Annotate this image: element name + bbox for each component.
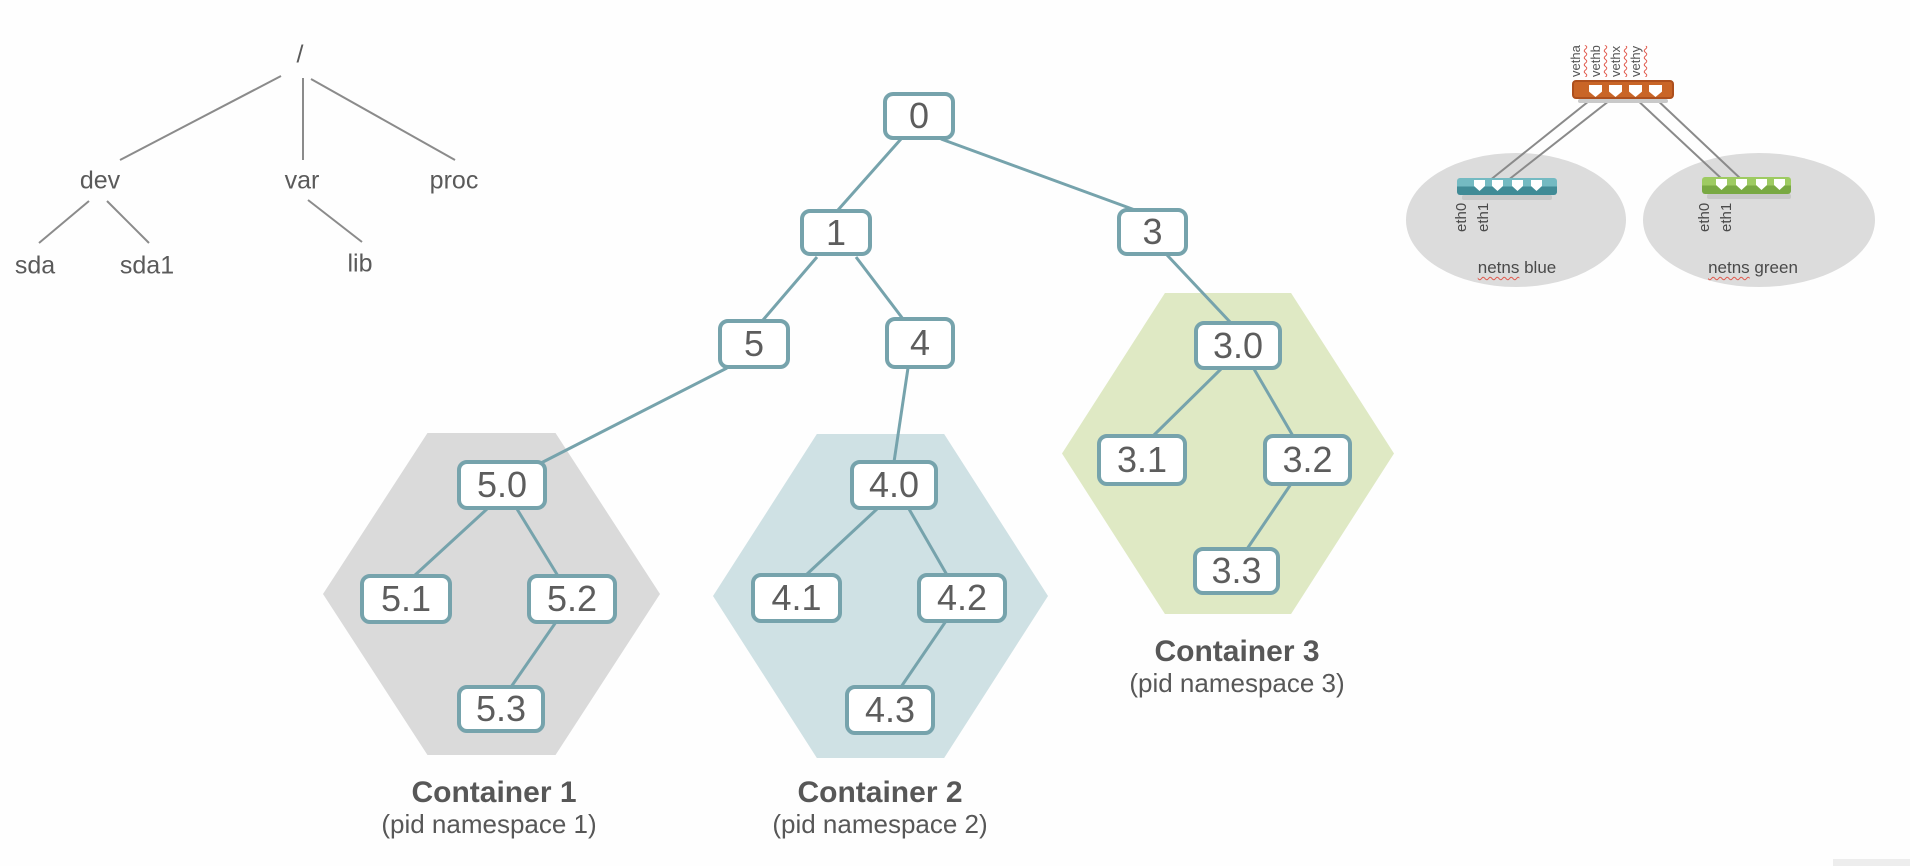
pid-edge-3.0-3.2	[1252, 368, 1295, 437]
fs-node-dev: dev	[79, 166, 121, 195]
pid-node-4.0: 4.0	[850, 460, 938, 510]
bottom-right-sliver	[1833, 859, 1910, 866]
pid-edge-0-3	[940, 137, 1136, 212]
pid-node-4.1: 4.1	[751, 573, 842, 623]
pid-edge-4.2-4.3	[899, 620, 948, 688]
fs-node-sda1: sda1	[119, 251, 175, 280]
netns-green-label: netns green	[1653, 258, 1853, 278]
pid-node-5: 5	[718, 319, 790, 369]
pid-edge-4.0-4.1	[804, 507, 879, 577]
port-icon	[1609, 85, 1622, 97]
pid-node-3: 3	[1117, 208, 1188, 256]
veth-label-vethx: vethx	[1608, 45, 1623, 77]
pid-edge-4-4.0	[892, 367, 910, 463]
fs-node-root: /	[296, 40, 304, 69]
fs-edge-root-proc	[310, 78, 456, 161]
netns-green-bridge-bar	[1702, 177, 1791, 194]
pid-edge-1-4	[854, 256, 905, 320]
fs-node-lib: lib	[347, 249, 373, 278]
pid-node-4: 4	[885, 317, 955, 369]
netns-word: netns	[1477, 258, 1520, 277]
wire-vetha-eth0	[1488, 96, 1595, 182]
pid-node-3.0: 3.0	[1194, 321, 1282, 370]
pid-node-0: 0	[883, 92, 955, 140]
netns-green-ellipse	[1643, 153, 1875, 287]
veth-label-vethy: vethy	[1628, 45, 1643, 77]
pid-node-3.1: 3.1	[1097, 434, 1187, 486]
pid-edge-3.2-3.3	[1245, 483, 1293, 550]
port-icon	[1512, 180, 1523, 191]
host-bridge-bar	[1572, 80, 1674, 99]
pid-node-4.2: 4.2	[917, 573, 1007, 623]
port-icon	[1589, 85, 1602, 97]
veth-label-vethb: vethb	[1588, 45, 1603, 77]
pid-node-3.2: 3.2	[1263, 434, 1352, 486]
port-icon	[1629, 85, 1642, 97]
pid-node-4.3: 4.3	[845, 685, 935, 735]
netns-blue-bridge-bar	[1457, 178, 1557, 195]
port-icon	[1474, 180, 1485, 191]
port-icon	[1756, 179, 1767, 190]
port-icon	[1649, 85, 1662, 97]
pid-node-5.1: 5.1	[360, 574, 452, 624]
pid-edge-3-3.0	[1165, 253, 1233, 325]
container1-subtitle: (pid namespace 1)	[381, 809, 597, 839]
port-icon	[1736, 179, 1747, 190]
fs-edge-dev-sda	[38, 200, 90, 244]
netns-blue-eth1-label: eth1	[1475, 202, 1492, 232]
port-icon	[1492, 180, 1503, 191]
pid-edge-5.0-5.2	[515, 508, 560, 577]
port-icon	[1774, 179, 1785, 190]
pid-node-3.3: 3.3	[1193, 547, 1280, 595]
fs-edge-var-lib	[307, 199, 363, 243]
pid-edge-5-5.0	[540, 366, 728, 465]
container3-subtitle: (pid namespace 3)	[1129, 668, 1345, 698]
netns-blue-label: netns blue	[1417, 258, 1617, 278]
pid-edge-5.2-5.3	[509, 621, 558, 688]
fs-node-proc: proc	[429, 166, 479, 195]
pid-edge-1-5	[761, 256, 819, 321]
container2-title: Container 2	[797, 776, 963, 809]
port-icon	[1531, 180, 1542, 191]
pid-node-5.3: 5.3	[457, 685, 545, 733]
pid-node-5.2: 5.2	[527, 574, 617, 624]
pid-node-1: 1	[800, 209, 872, 256]
fs-node-sda: sda	[14, 251, 56, 280]
pid-edge-5.0-5.1	[412, 507, 489, 578]
fs-node-var: var	[284, 166, 320, 195]
netns-blue-ellipse	[1406, 153, 1626, 287]
pid-node-5.0: 5.0	[457, 460, 547, 510]
netns-blue-eth0-label: eth0	[1453, 202, 1470, 232]
wire-vethx-eth0	[1633, 96, 1724, 181]
pid-edge-3.0-3.1	[1151, 367, 1223, 438]
netns-color-word: green	[1754, 258, 1798, 277]
veth-label-vetha: vetha	[1568, 45, 1583, 77]
wire-vethy-eth1	[1653, 96, 1743, 181]
pid-edge-4.0-4.2	[907, 508, 949, 576]
fs-edge-dev-sda1	[106, 200, 150, 244]
container3-title: Container 3	[1154, 635, 1320, 668]
host-bridge-shadow	[1578, 99, 1668, 103]
container2-subtitle: (pid namespace 2)	[772, 809, 988, 839]
netns-green-eth0-label: eth0	[1696, 202, 1713, 232]
netns-green-bridge-shadow	[1707, 194, 1791, 199]
fs-edge-root-dev	[119, 75, 282, 161]
port-icon	[1716, 179, 1727, 190]
netns-green-eth1-label: eth1	[1718, 202, 1735, 232]
netns-color-word: blue	[1524, 258, 1557, 277]
netns-word: netns	[1708, 258, 1750, 277]
netns-blue-bridge-shadow	[1462, 195, 1552, 200]
wire-vethb-eth1	[1506, 96, 1615, 182]
pid-edge-0-1	[836, 138, 903, 211]
container1-title: Container 1	[411, 776, 577, 809]
